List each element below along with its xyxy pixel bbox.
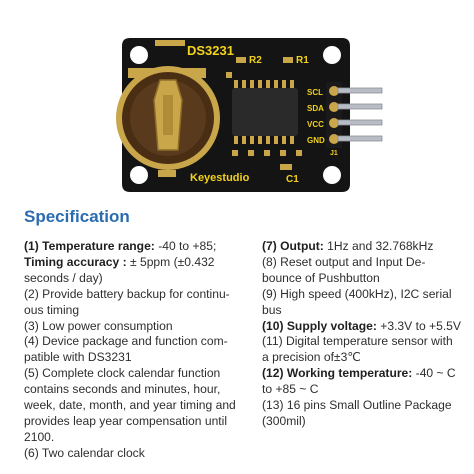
resistor-r2 [236,57,246,63]
silk-c1: C1 [286,174,299,185]
pin-label-sda: SDA [307,104,324,113]
spec-item-13: (13) 16 pins Small Outline Package (300m… [262,398,462,430]
spec-item-text: -40 to +85; [154,239,217,253]
spec-item-text: (9) High speed (400kHz), I2C serial bus [262,286,452,317]
spec-item-label: (1) Temperature range: [24,239,155,253]
spec-column-right: (7) Output: 1Hz and 32.768kHz (8) Reset … [262,239,462,430]
spec-column-left: (1) Temperature range: -40 to +85; Timin… [24,239,246,462]
ic-chip [232,88,298,136]
spec-item-text: (3) Low power consumption [24,318,173,333]
silk-j1: J1 [330,150,338,157]
capacitor-c1 [280,164,292,170]
chip-label: DS3231 [187,43,234,58]
spec-item-text: (4) Device package and function com-pati… [24,334,228,365]
ic-pins-bottom [234,136,294,144]
spec-item-timing: Timing accuracy : ± 5ppm (±0.432 seconds… [24,255,246,287]
spec-item-label: (10) Supply voltage: [262,318,377,333]
spec-item-8: (8) Reset output and Input De-bounce of … [262,255,462,287]
spec-item-text: (13) 16 pins Small Outline Package (300m… [262,398,452,428]
spec-item-text: (11) Digital temperature sensor with a p… [262,334,453,365]
spec-item-text: (8) Reset output and Input De-bounce of … [262,254,426,285]
battery-solder-pad [158,170,176,177]
mount-hole-top-left [130,46,148,64]
pin-label-scl: SCL [307,88,323,97]
spec-item-5: (5) Complete clock calendar function con… [24,366,246,446]
spec-item-text: (6) Two calendar clock [24,445,145,460]
spec-item-label: (12) Working temperature: [262,366,413,381]
ic-pins-top [234,80,294,88]
spec-item-text: ± 5ppm (±0.432 seconds / day) [24,254,215,285]
spec-item-text: 1Hz and 32.768kHz [323,239,434,253]
spec-item-3: (3) Low power consumption [24,319,246,335]
pin-header-housing [326,82,342,148]
brand-label: Keyestudio [190,172,250,184]
pin-label-vcc: VCC [307,120,324,129]
spec-item-1: (1) Temperature range: -40 to +85; [24,239,246,255]
pcb-traces [226,72,302,156]
spec-item-12: (12) Working temperature: -40 ~ C to +85… [262,366,462,398]
product-image: DS3231 R2 R1 [0,0,474,200]
resistor-r1 [283,57,293,63]
spec-item-11: (11) Digital temperature sensor with a p… [262,334,462,366]
mount-hole-bottom-left [130,166,148,184]
spec-item-9: (9) High speed (400kHz), I2C serial bus [262,287,462,319]
rtc-module-illustration: DS3231 R2 R1 [116,38,383,192]
mount-hole-bottom-right [323,166,341,184]
spec-item-text: (2) Provide battery backup for continu-o… [24,286,230,317]
spec-item-4: (4) Device package and function com-pati… [24,334,246,366]
spec-item-2: (2) Provide battery backup for continu-o… [24,287,246,319]
spec-item-6: (6) Two calendar clock [24,446,246,462]
spec-item-10: (10) Supply voltage: +3.3V to +5.5V [262,319,462,335]
battery-contact-tab [163,95,173,135]
spec-title: Specification [24,207,130,226]
silk-r1: R1 [296,55,309,66]
silk-r2: R2 [249,55,262,66]
spec-item-7: (7) Output: 1Hz and 32.768kHz [262,239,462,255]
mount-hole-top-right [323,46,341,64]
spec-item-text: +3.3V to +5.5V [376,318,461,333]
header-solder-pads [329,86,339,144]
spec-item-label: Timing accuracy : [24,254,127,269]
spec-item-text: (5) Complete clock calendar function con… [24,366,236,444]
spec-item-label: (7) Output: [262,239,324,253]
silk-strip-top [155,40,185,46]
spec-item-text: -40 ~ C to +85 ~ C [262,366,456,397]
pin-label-gnd: GND [307,136,325,145]
header-pins [337,87,383,142]
